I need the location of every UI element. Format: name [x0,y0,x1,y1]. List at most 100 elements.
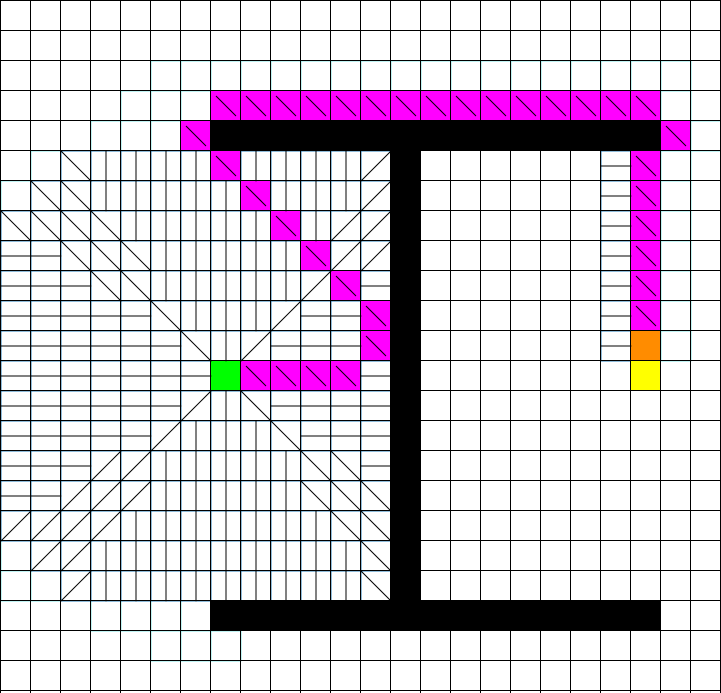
wall-cell[interactable] [361,121,391,151]
open-cell[interactable] [180,630,212,662]
open-cell[interactable] [180,90,212,122]
open-cell[interactable] [150,630,182,662]
open-cell[interactable] [510,60,542,92]
wall-cell[interactable] [271,121,301,151]
wall-cell[interactable] [391,331,421,361]
wall-cell[interactable] [631,121,661,151]
wall-cell[interactable] [601,601,631,631]
open-cell[interactable] [570,60,602,92]
wall-cell[interactable] [391,211,421,241]
wall-cell[interactable] [391,151,421,181]
open-cell[interactable] [660,210,692,242]
wall-cell[interactable] [511,121,541,151]
open-cell[interactable] [660,150,692,182]
open-cell[interactable] [150,120,182,152]
wall-cell[interactable] [301,601,331,631]
wall-cell[interactable] [481,601,511,631]
wall-cell[interactable] [391,391,421,421]
wall-cell[interactable] [541,121,571,151]
wall-cell[interactable] [571,121,601,151]
start-cell[interactable] [211,361,241,391]
wall-cell[interactable] [631,601,661,631]
wall-cell[interactable] [541,601,571,631]
open-cell[interactable] [150,90,182,122]
wall-cell[interactable] [241,121,271,151]
open-cell[interactable] [120,600,152,632]
wall-cell[interactable] [211,121,241,151]
open-cell[interactable] [180,600,212,632]
open-cell[interactable] [150,60,182,92]
wall-cell[interactable] [241,601,271,631]
open-cell[interactable] [480,60,512,92]
wall-cell[interactable] [391,541,421,571]
open-cell[interactable] [120,90,152,122]
open-cell[interactable] [120,120,152,152]
open-cell[interactable] [210,60,242,92]
parent-arrow [150,300,182,332]
open-cell[interactable] [660,330,692,362]
open-cell[interactable] [90,120,122,152]
wall-cell[interactable] [301,121,331,151]
open-cell[interactable] [360,60,392,92]
wall-cell[interactable] [211,601,241,631]
current-cell[interactable] [631,331,661,361]
wall-cell[interactable] [511,601,541,631]
open-cell[interactable] [240,60,272,92]
wall-cell[interactable] [331,121,361,151]
wall-cell[interactable] [451,121,481,151]
open-cell[interactable] [210,630,242,662]
wall-cell[interactable] [391,511,421,541]
open-cell[interactable] [390,60,422,92]
open-cell[interactable] [660,300,692,332]
parent-arrow [0,510,32,542]
path-arrow [485,95,507,117]
open-cell[interactable] [30,150,62,182]
wall-cell[interactable] [391,121,421,151]
open-cell[interactable] [600,60,632,92]
wall-cell[interactable] [391,481,421,511]
open-cell[interactable] [660,180,692,212]
wall-cell[interactable] [391,361,421,391]
wall-cell[interactable] [391,241,421,271]
open-cell[interactable] [90,600,122,632]
open-cell[interactable] [420,60,452,92]
open-cell[interactable] [660,240,692,272]
open-cell[interactable] [660,90,692,122]
open-cell[interactable] [300,60,332,92]
open-cell[interactable] [330,60,362,92]
wall-cell[interactable] [391,601,421,631]
wall-cell[interactable] [391,301,421,331]
open-cell[interactable] [150,600,182,632]
wall-cell[interactable] [391,451,421,481]
open-cell[interactable] [0,180,32,212]
parent-arrow [300,450,332,482]
open-cell[interactable] [450,60,482,92]
wall-cell[interactable] [391,271,421,301]
open-cell[interactable] [270,60,302,92]
parent-arrow [30,540,62,572]
open-cell[interactable] [0,540,32,572]
open-cell[interactable] [0,570,32,602]
wall-cell[interactable] [331,601,361,631]
wall-cell[interactable] [361,601,391,631]
wall-cell[interactable] [451,601,481,631]
wall-cell[interactable] [391,571,421,601]
open-cell[interactable] [630,60,662,92]
wall-cell[interactable] [421,121,451,151]
open-cell[interactable] [540,60,572,92]
parent-arrow [120,240,152,272]
wall-cell[interactable] [391,421,421,451]
wall-cell[interactable] [481,121,511,151]
wall-cell[interactable] [421,601,451,631]
wall-cell[interactable] [391,181,421,211]
wall-cell[interactable] [601,121,631,151]
open-cell[interactable] [180,60,212,92]
open-cell[interactable] [660,270,692,302]
wall-cell[interactable] [271,601,301,631]
open-cell[interactable] [690,120,721,152]
wall-cell[interactable] [571,601,601,631]
open-cell[interactable] [660,60,692,92]
goal-cell[interactable] [631,361,661,391]
open-cell[interactable] [30,570,62,602]
